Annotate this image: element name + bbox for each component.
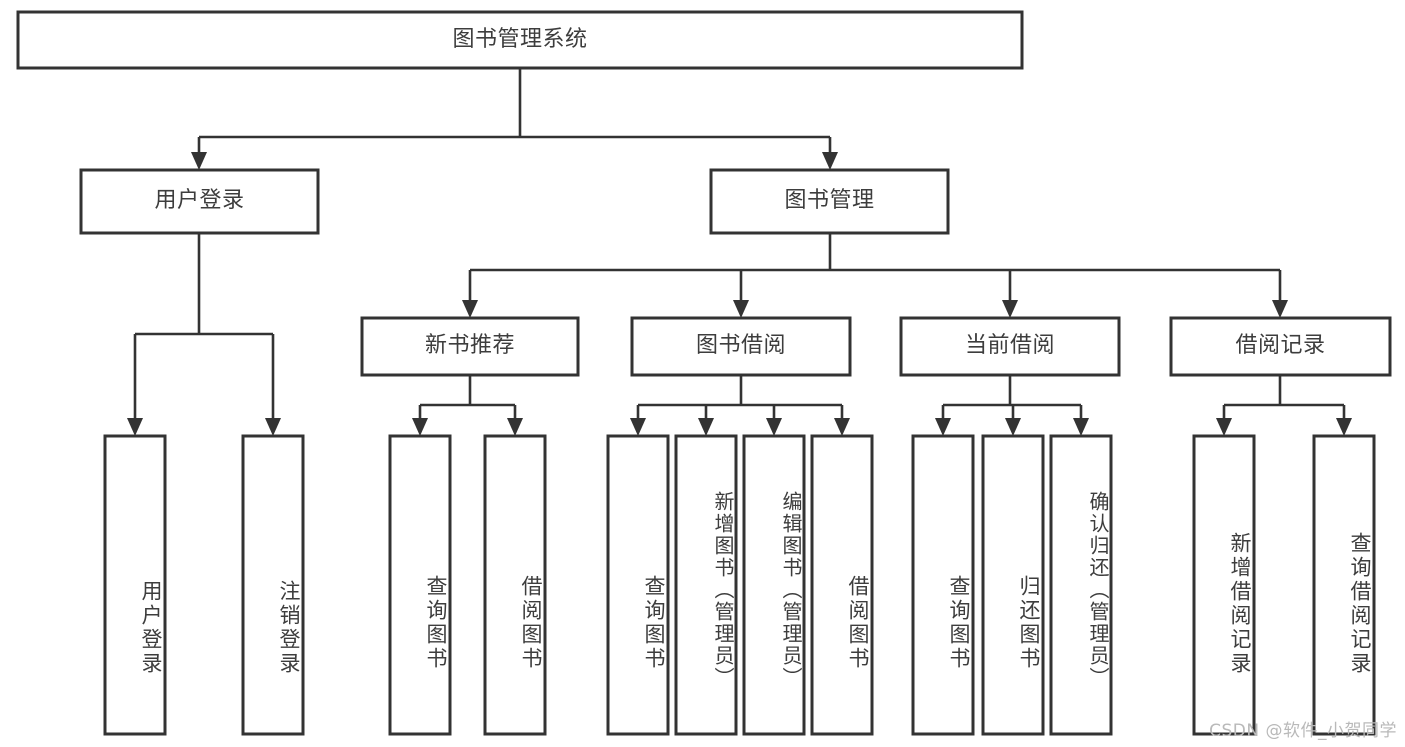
node-leaf-logout-login[interactable] [241, 434, 305, 736]
arrow-head-user-login [191, 152, 207, 170]
node-book-borrow[interactable] [630, 316, 852, 377]
arrow-head-leaf-query-book-3 [935, 418, 951, 436]
arrow-head-leaf-edit-book [766, 418, 782, 436]
arrow-head-leaf-query-book-1 [412, 418, 428, 436]
arrow-head-leaf-borrow-book-2 [834, 418, 850, 436]
arrow-head-leaf-add-record [1216, 418, 1232, 436]
node-leaf-return-book[interactable] [981, 434, 1045, 736]
arrow-head-book-management [822, 152, 838, 170]
node-leaf-query-record[interactable] [1312, 434, 1376, 736]
arrow-head-leaf-query-record [1336, 418, 1352, 436]
arrow-head-leaf-query-book-2 [630, 418, 646, 436]
arrow-head-current-borrow [1002, 300, 1018, 318]
node-leaf-query-book-2[interactable] [606, 434, 670, 736]
node-leaf-user-login[interactable] [103, 434, 167, 736]
node-user-login[interactable] [79, 168, 320, 235]
node-leaf-confirm-return[interactable] [1049, 434, 1113, 736]
csdn-watermark: CSDN @软件_小贺同学 [1209, 721, 1397, 741]
node-borrow-record[interactable] [1169, 316, 1392, 377]
arrow-head-book-borrow [733, 300, 749, 318]
node-leaf-add-record[interactable] [1192, 434, 1256, 736]
nodes-layer [16, 10, 1392, 736]
arrow-head-leaf-confirm-return [1073, 418, 1089, 436]
node-leaf-borrow-book-2[interactable] [810, 434, 874, 736]
node-leaf-query-book-3[interactable] [911, 434, 975, 736]
arrow-head-leaf-return-book [1005, 418, 1021, 436]
node-current-borrow[interactable] [899, 316, 1121, 377]
node-root[interactable] [16, 10, 1024, 70]
node-leaf-add-book[interactable] [674, 434, 738, 736]
arrow-head-leaf-borrow-book-1 [507, 418, 523, 436]
arrow-head-new-book-recommend [462, 300, 478, 318]
node-leaf-edit-book[interactable] [742, 434, 806, 736]
node-leaf-query-book-1[interactable] [388, 434, 452, 736]
node-leaf-borrow-book-1[interactable] [483, 434, 547, 736]
arrow-head-leaf-user-login [127, 418, 143, 436]
node-book-management[interactable] [709, 168, 950, 235]
arrow-head-leaf-logout-login [265, 418, 281, 436]
node-new-book-recommend[interactable] [360, 316, 580, 377]
arrow-head-leaf-add-book [698, 418, 714, 436]
arrow-head-borrow-record [1272, 300, 1288, 318]
edges-layer [127, 68, 1352, 436]
